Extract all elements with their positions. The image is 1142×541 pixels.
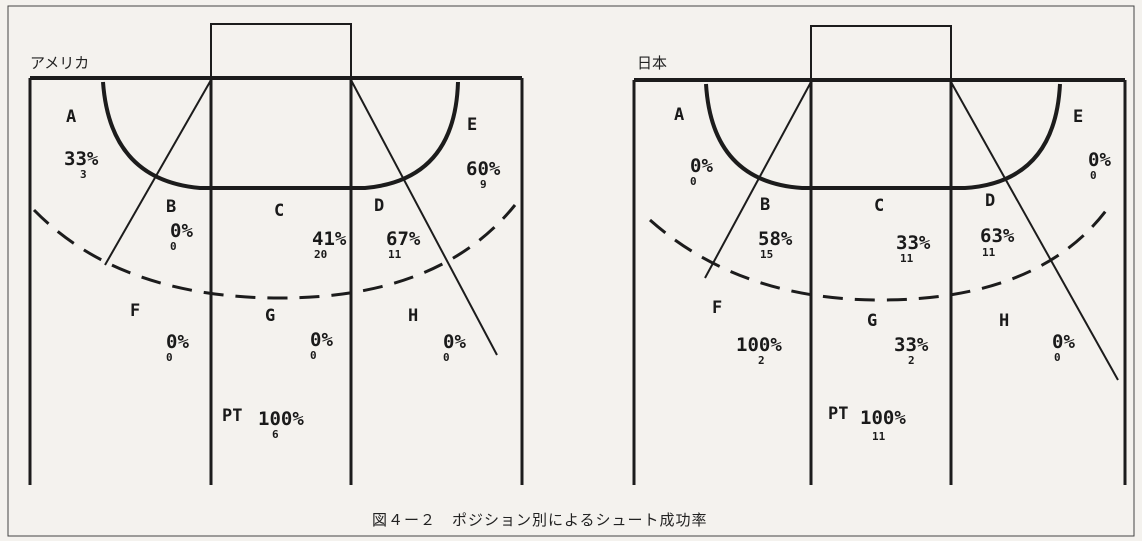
figure-frame (7, 5, 1135, 537)
zone-pt-count: 11 (872, 430, 886, 443)
zone-divider-left (704, 81, 812, 279)
zone-g-count: 2 (908, 354, 915, 367)
zone-e-pct: 0% (1088, 149, 1111, 171)
zone-b-label: B (166, 197, 176, 217)
zone-g-pct: 33% (894, 334, 929, 356)
zone-divider-left (104, 79, 212, 266)
zone-h-pct: 0% (443, 331, 466, 353)
zone-c-label: C (274, 201, 284, 221)
zone-a-label: A (66, 107, 76, 127)
zone-f-count: 0 (166, 351, 173, 364)
zone-f-count: 2 (758, 354, 765, 367)
zone-d-count: 11 (982, 246, 996, 259)
zone-g-pct: 0% (310, 329, 333, 351)
backboard-box (810, 25, 952, 81)
zone-d-label: D (374, 196, 384, 216)
figure-caption: 図４ー２ ポジション別によるシュート成功率 (372, 511, 708, 529)
zone-divider-right (350, 79, 498, 356)
three-point-arc (32, 204, 517, 300)
zone-pt-label: PT (222, 406, 242, 426)
court-japan: 日本 A 0% 0 B 58% 15 C 33% 11 D 63% 11 E 0… (632, 25, 1127, 485)
zone-h-pct: 0% (1052, 331, 1075, 353)
zone-g-count: 0 (310, 349, 317, 362)
zone-c-count: 11 (900, 252, 914, 265)
zone-f-pct: 100% (736, 334, 782, 356)
zone-b-count: 0 (170, 240, 177, 253)
zone-d-label: D (985, 191, 995, 211)
zone-f-pct: 0% (166, 331, 189, 353)
zone-d-pct: 67% (386, 228, 421, 250)
zone-a-count: 3 (80, 168, 87, 181)
zone-d-pct: 63% (980, 225, 1015, 247)
zone-h-label: H (408, 306, 418, 326)
zone-e-pct: 60% (466, 158, 501, 180)
zone-b-pct: 0% (170, 220, 193, 242)
zone-pt-count: 6 (272, 428, 279, 441)
zone-a-label: A (674, 105, 684, 125)
zone-e-label: E (1073, 107, 1083, 127)
zone-b-pct: 58% (758, 228, 793, 250)
zone-e-label: E (467, 115, 477, 135)
zone-a-count: 0 (690, 175, 697, 188)
zone-a-pct: 0% (690, 155, 713, 177)
zone-h-count: 0 (443, 351, 450, 364)
zone-g-label: G (265, 306, 275, 326)
court-title: アメリカ (30, 54, 89, 72)
zone-g-label: G (867, 311, 877, 331)
zone-b-label: B (760, 195, 770, 215)
zone-f-label: F (712, 298, 722, 318)
zone-divider-right (950, 81, 1119, 381)
zone-a-pct: 33% (64, 148, 99, 170)
free-throw-semicircle (101, 81, 460, 190)
zone-c-count: 20 (314, 248, 327, 261)
zone-b-count: 15 (760, 248, 773, 261)
zone-e-count: 0 (1090, 169, 1097, 182)
zone-pt-pct: 100% (860, 407, 906, 429)
zone-c-pct: 33% (896, 232, 931, 254)
backboard-box (210, 23, 352, 79)
zone-c-pct: 41% (312, 228, 347, 250)
court-usa: アメリカ A 33% 3 B 0% 0 C 41% 20 D 67% 11 E … (28, 23, 524, 485)
zone-d-count: 11 (388, 248, 402, 261)
three-point-arc (649, 207, 1110, 302)
zone-c-label: C (874, 196, 884, 216)
free-throw-semicircle (704, 83, 1062, 190)
zone-pt-pct: 100% (258, 408, 304, 430)
zone-f-label: F (130, 301, 140, 321)
court-title: 日本 (637, 54, 667, 72)
zone-pt-label: PT (828, 404, 848, 424)
zone-h-label: H (999, 311, 1009, 331)
zone-h-count: 0 (1054, 351, 1061, 364)
zone-e-count: 9 (480, 178, 487, 191)
